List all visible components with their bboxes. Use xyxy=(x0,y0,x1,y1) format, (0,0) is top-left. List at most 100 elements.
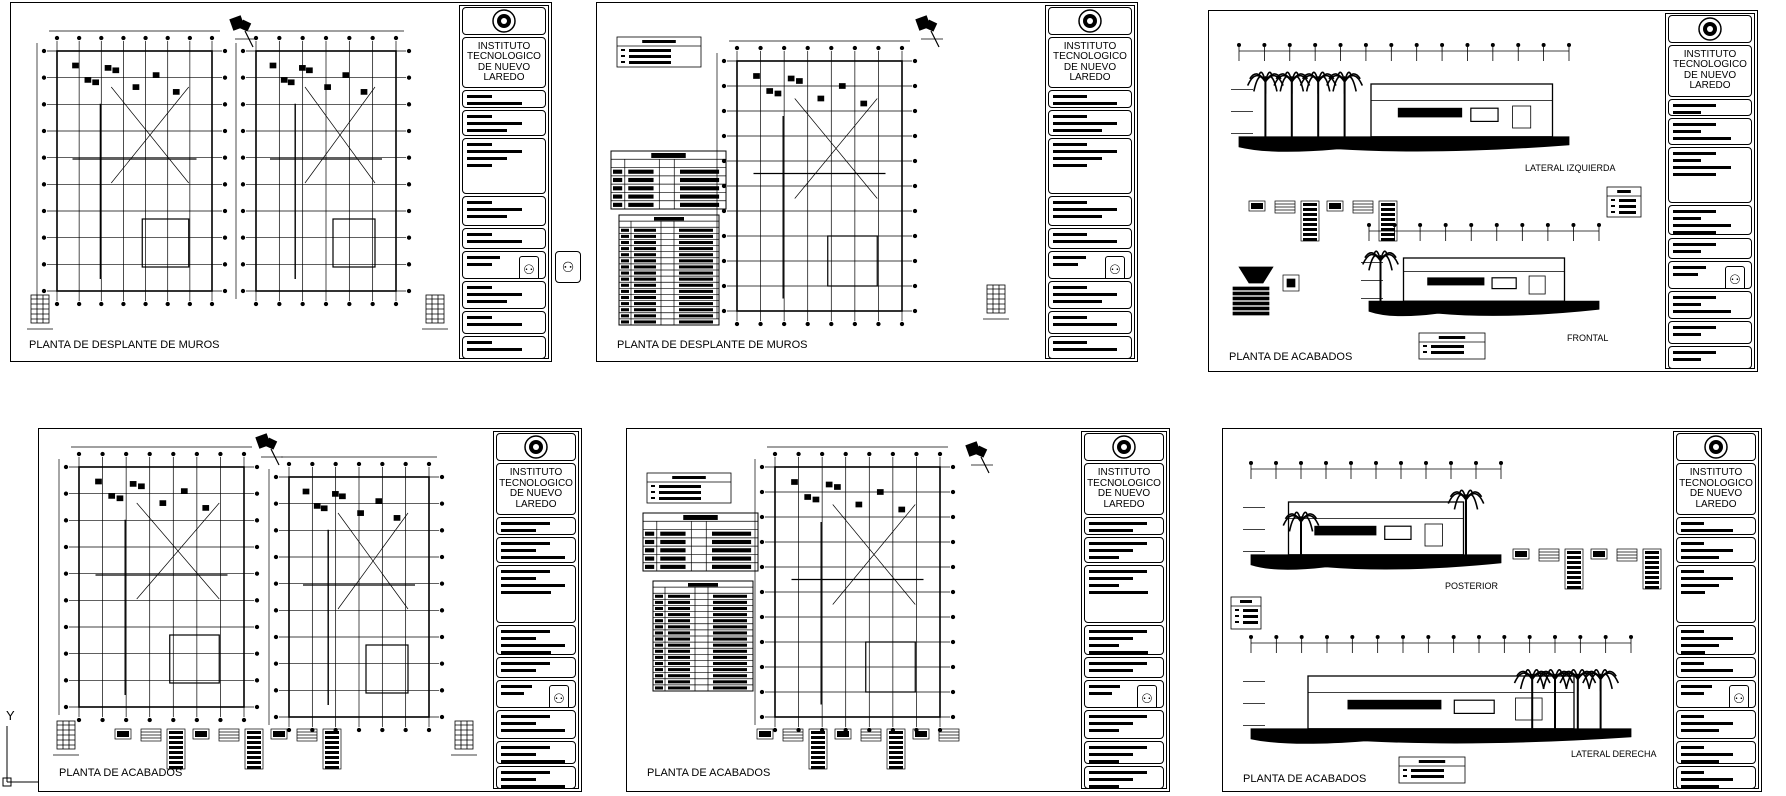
title-block-field xyxy=(1676,710,1756,739)
title-block-field xyxy=(496,765,576,789)
title-block-field xyxy=(1668,346,1752,369)
title-block-field xyxy=(496,710,576,739)
people-icon: ⚇ xyxy=(555,251,581,283)
title-block: INSTITUTO TECNOLOGICO DE NUEVO LAREDO⚇ xyxy=(1081,431,1167,789)
elevation-label: POSTERIOR xyxy=(1445,581,1499,591)
floor-plan xyxy=(754,446,956,733)
legend-box xyxy=(616,36,702,68)
legend-table xyxy=(610,150,727,210)
title-block-field xyxy=(496,536,576,564)
institution-name: INSTITUTO TECNOLOGICO DE NUEVO LAREDO xyxy=(1048,37,1132,89)
title-block: INSTITUTO TECNOLOGICO DE NUEVO LAREDO ⚇ xyxy=(1045,5,1135,359)
title-block-field xyxy=(1676,765,1756,789)
sheet-label: PLANTA DE ACABADOS xyxy=(647,767,771,779)
title-block-field xyxy=(1048,109,1132,136)
title-block-field xyxy=(1084,517,1164,535)
title-block: INSTITUTO TECNOLOGICO DE NUEVO LAREDO ⚇ xyxy=(1665,13,1755,369)
legend-table xyxy=(642,512,759,572)
drawing-sheet-5[interactable]: PLANTA DE ACABADOS INSTITUTO TECNOLOGICO… xyxy=(626,428,1170,792)
floor-plan-left xyxy=(36,30,228,307)
sheet-label: PLANTA DE ACABADOS xyxy=(59,767,183,779)
elevation-label: LATERAL IZQUIERDA xyxy=(1525,163,1616,173)
sheet-label: PLANTA DE ACABADOS xyxy=(1229,351,1353,363)
title-block-field xyxy=(1084,536,1164,564)
floor-plan-right xyxy=(235,30,412,307)
elevation-lateral-derecha xyxy=(1243,634,1633,744)
institution-name: INSTITUTO TECNOLOGICO DE NUEVO LAREDO xyxy=(1084,463,1164,516)
legend-table xyxy=(652,580,754,692)
people-icon: ⚇ xyxy=(1668,260,1752,289)
institution-name: INSTITUTO TECNOLOGICO DE NUEVO LAREDO xyxy=(496,463,576,516)
people-icon: ⚇ xyxy=(462,251,546,280)
building-icon xyxy=(983,284,1009,320)
north-arrow-icon xyxy=(229,15,257,48)
title-block-field xyxy=(462,196,546,227)
legend-row xyxy=(1248,200,1398,242)
drawing-sheet-1[interactable]: PLANTA DE DESPLANTE DE MUROS INSTITUTO T… xyxy=(10,2,581,362)
title-block-field xyxy=(1668,146,1752,204)
title-block-field xyxy=(1668,321,1752,345)
title-block-field xyxy=(1048,311,1132,335)
legend-row xyxy=(1512,548,1662,590)
title-block-field xyxy=(496,517,576,535)
elevation-label: LATERAL DERECHA xyxy=(1571,749,1657,759)
detail-block xyxy=(1232,266,1300,316)
legend-box xyxy=(1606,186,1642,218)
sheet-label: PLANTA DE DESPLANTE DE MUROS xyxy=(29,339,220,351)
title-block-field xyxy=(1048,137,1132,195)
seal-icon xyxy=(496,433,576,462)
drawing-sheet-4[interactable]: PLANTA DE ACABADOS INSTITUTO TECNOLOGICO… xyxy=(38,428,582,792)
title-block-field xyxy=(1084,765,1164,789)
institution-name: INSTITUTO TECNOLOGICO DE NUEVO LAREDO xyxy=(1668,45,1752,97)
title-block-field xyxy=(462,109,546,136)
seal-icon xyxy=(1668,15,1752,44)
people-icon: ⚇ xyxy=(496,680,576,709)
title-block-field xyxy=(496,740,576,764)
drawing-sheet-6[interactable]: POSTERIOR LATERAL DERECHA PLANTA DE ACAB… xyxy=(1222,428,1762,792)
seal-icon xyxy=(1676,433,1756,462)
ucs-icon: Y xyxy=(0,708,40,788)
seal-icon xyxy=(462,7,546,36)
building-icon xyxy=(451,720,477,756)
building-icon xyxy=(422,294,448,330)
legend-box xyxy=(646,472,732,504)
title-block-field xyxy=(1048,281,1132,310)
title-block-field xyxy=(1668,290,1752,320)
seal-icon xyxy=(1048,7,1132,36)
title-block-field xyxy=(496,656,576,679)
legend-box xyxy=(1230,596,1262,630)
seal-icon xyxy=(1084,433,1164,462)
title-block-field xyxy=(1084,565,1164,623)
people-icon: ⚇ xyxy=(1048,251,1132,280)
institution-name: INSTITUTO TECNOLOGICO DE NUEVO LAREDO xyxy=(1676,463,1756,516)
title-block-field xyxy=(1084,656,1164,679)
building-icon xyxy=(53,720,79,756)
title-block-field xyxy=(496,624,576,655)
title-block-field xyxy=(1676,536,1756,564)
elevation-lateral-izquierda xyxy=(1231,43,1571,152)
elevation-posterior xyxy=(1243,461,1503,570)
legend-box xyxy=(1398,756,1466,784)
drawing-sheet-3[interactable]: LATERAL IZQUIERDA FRONTAL PLANTA DE ACAB… xyxy=(1208,10,1758,372)
title-block-field xyxy=(1668,118,1752,145)
drawing-sheet-2[interactable]: PLANTA DE DESPLANTE DE MUROS INSTITUTO T… xyxy=(596,2,1138,362)
legend-row xyxy=(114,728,342,770)
legend-table xyxy=(618,214,720,326)
title-block-field xyxy=(462,137,546,195)
title-block-field xyxy=(1676,517,1756,535)
title-block-field xyxy=(1676,565,1756,623)
title-block: INSTITUTO TECNOLOGICO DE NUEVO LAREDO⚇ xyxy=(1673,431,1759,789)
institution-name: INSTITUTO TECNOLOGICO DE NUEVO LAREDO xyxy=(462,37,546,89)
legend-row xyxy=(756,728,960,770)
title-block-field xyxy=(1048,196,1132,227)
title-block-field xyxy=(1048,90,1132,108)
title-block-field xyxy=(496,565,576,623)
north-arrow-icon xyxy=(255,433,283,466)
elevation-label: FRONTAL xyxy=(1567,333,1609,343)
title-block-field xyxy=(1668,237,1752,259)
floor-plan-right xyxy=(268,456,445,733)
elevation-frontal xyxy=(1361,222,1601,317)
title-block-field xyxy=(1048,228,1132,250)
floor-plan-left xyxy=(58,446,260,723)
title-block-field xyxy=(462,228,546,250)
